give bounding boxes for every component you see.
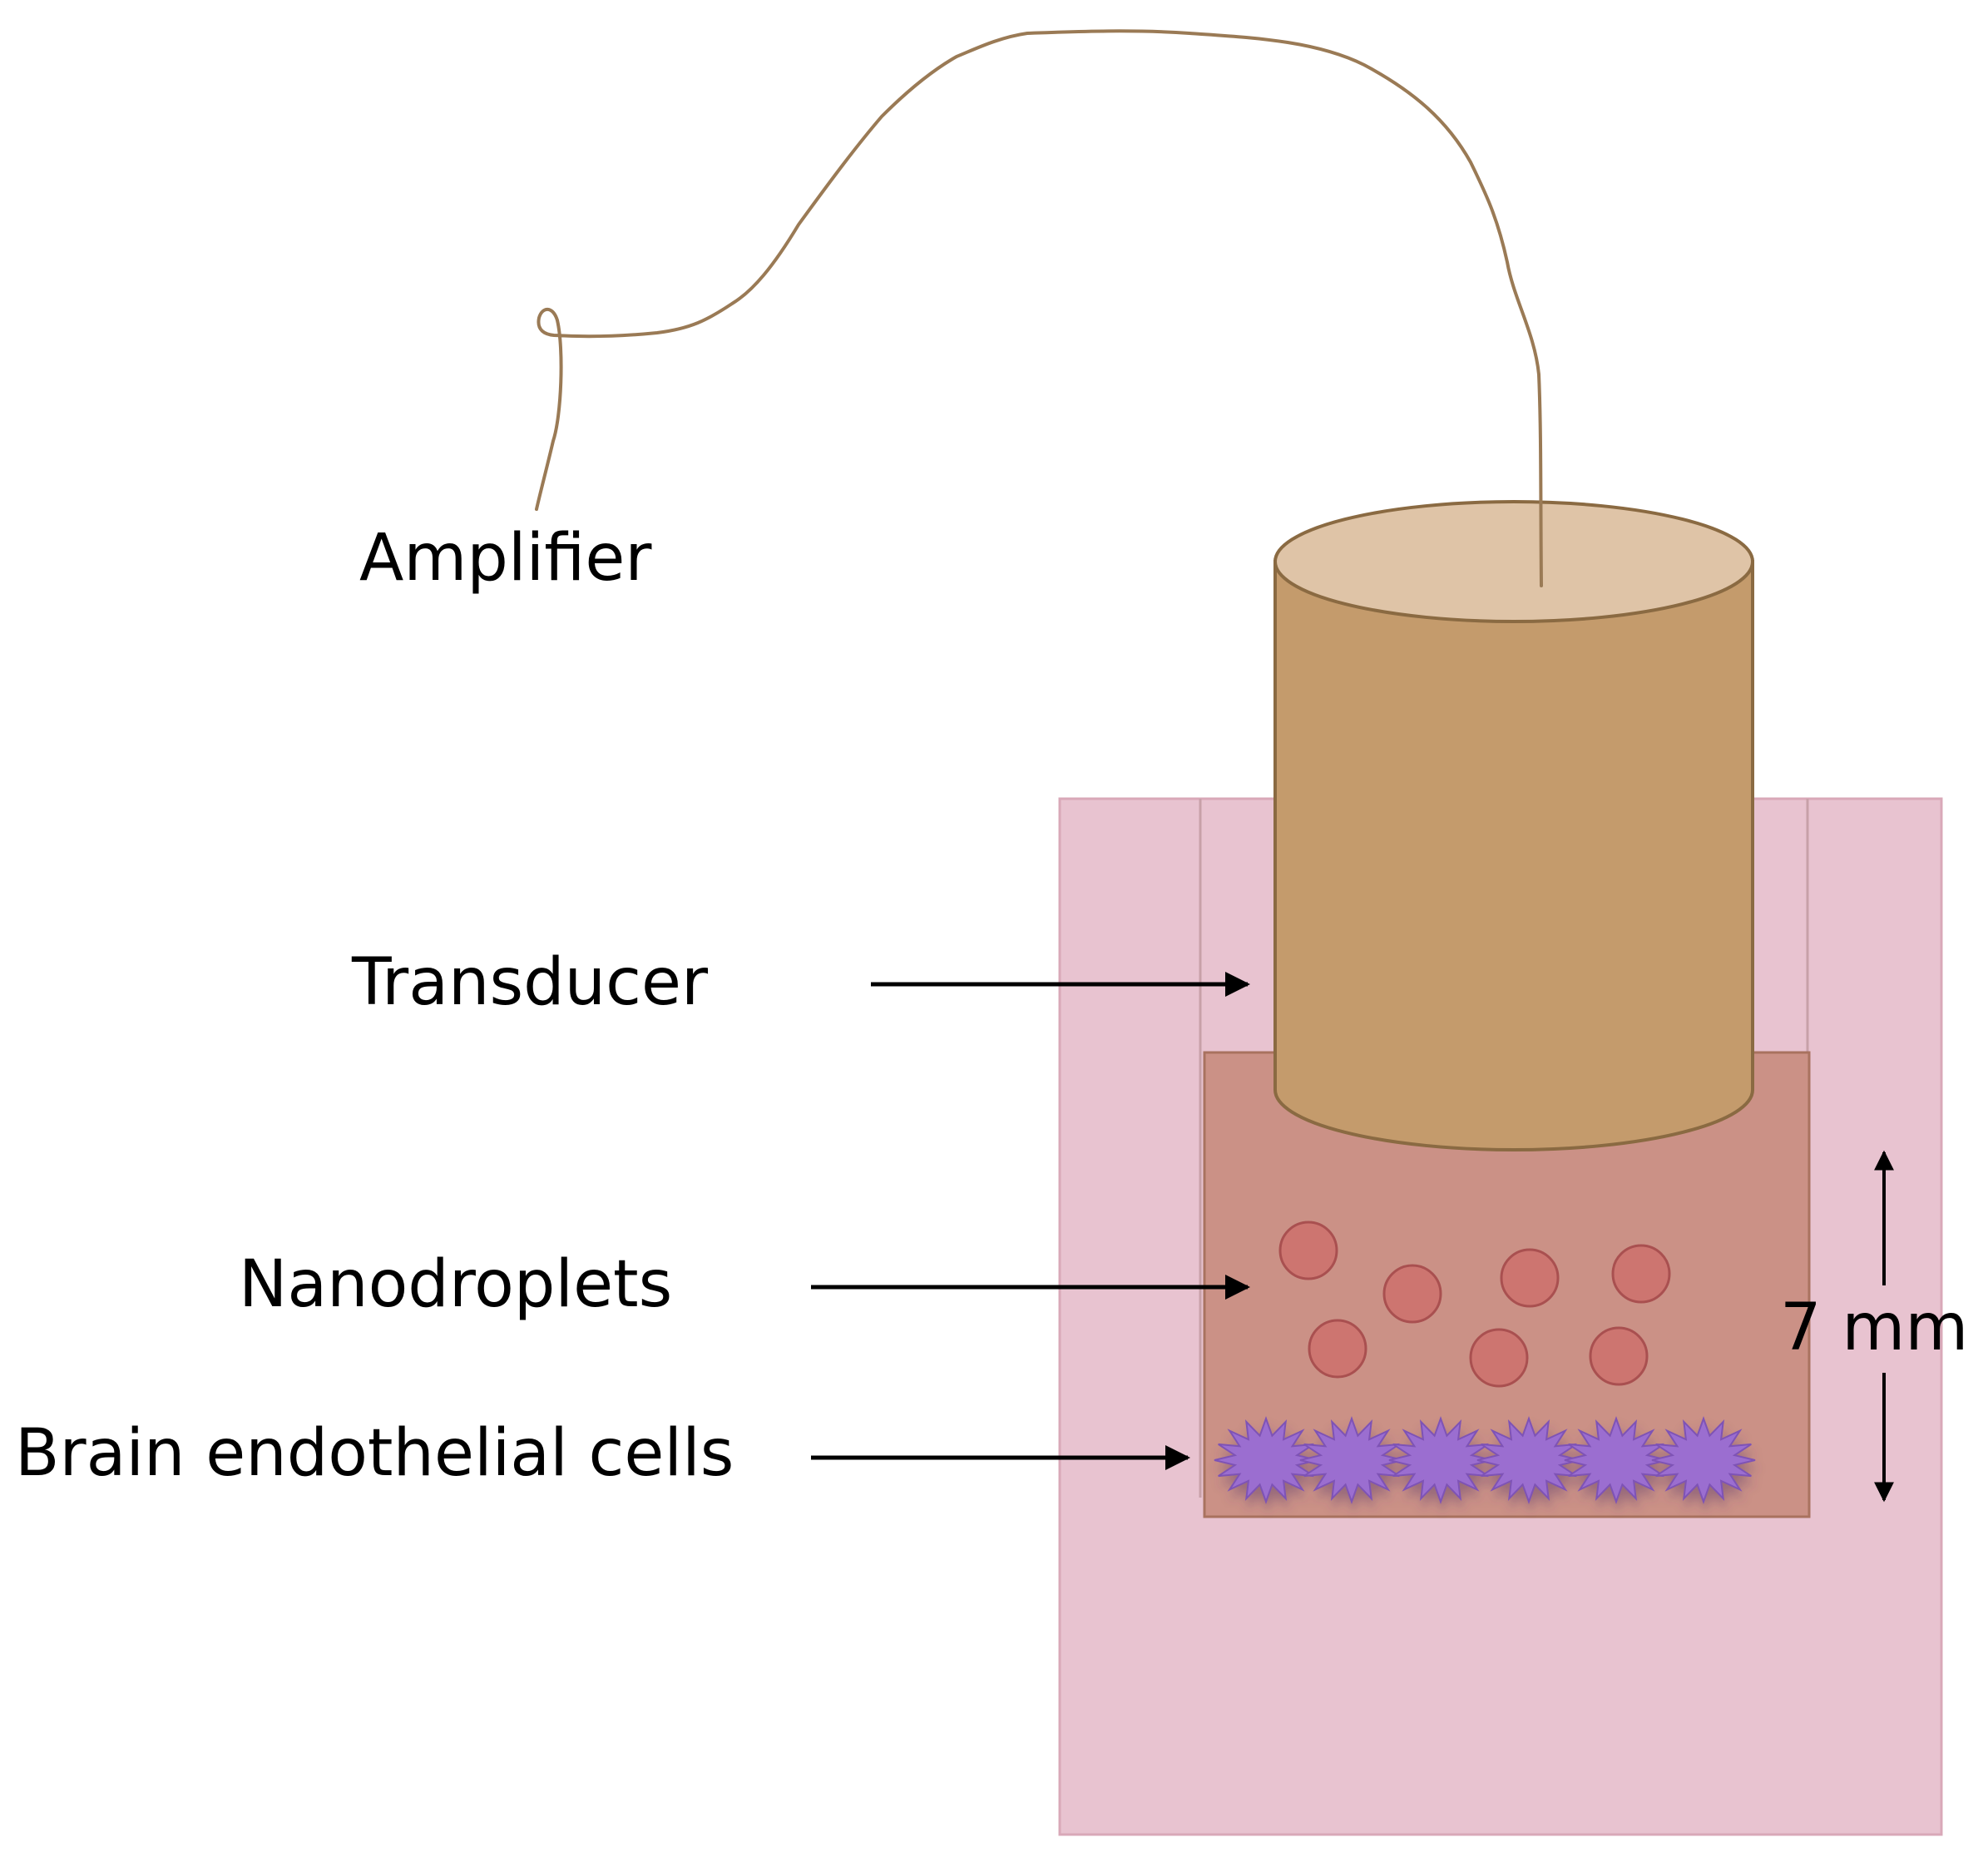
transducer-top	[1273, 500, 1754, 623]
endothelial-cell	[1214, 1416, 1318, 1504]
endothelial-cell	[1388, 1416, 1493, 1504]
nanodroplet	[1382, 1264, 1442, 1324]
nanodroplet	[1589, 1326, 1649, 1386]
nanodroplets	[1278, 1221, 1671, 1388]
endothelial-cell	[1476, 1416, 1581, 1504]
transducer	[1273, 500, 1754, 1151]
endothelial-cell	[1564, 1416, 1669, 1504]
endothelial-cell	[1299, 1416, 1404, 1504]
amplifier-cable	[535, 29, 1543, 587]
nanodroplet	[1500, 1248, 1560, 1308]
nanodroplet	[1308, 1319, 1367, 1379]
transducer-label: Transducer	[352, 945, 709, 1020]
distance-label: 7 mm	[1780, 1290, 1969, 1365]
cells-label: Brain endothelial cells	[15, 1416, 734, 1491]
transducer-body	[1273, 560, 1754, 1151]
amplifier-label: Amplifier	[359, 521, 652, 596]
nanodroplet	[1611, 1244, 1671, 1304]
nanodroplets-label: Nanodroplets	[239, 1247, 673, 1322]
brain-endothelial-cells	[1214, 1416, 1756, 1504]
endothelial-cell	[1651, 1416, 1756, 1504]
nanodroplet	[1278, 1221, 1338, 1280]
nanodroplet	[1469, 1328, 1529, 1388]
